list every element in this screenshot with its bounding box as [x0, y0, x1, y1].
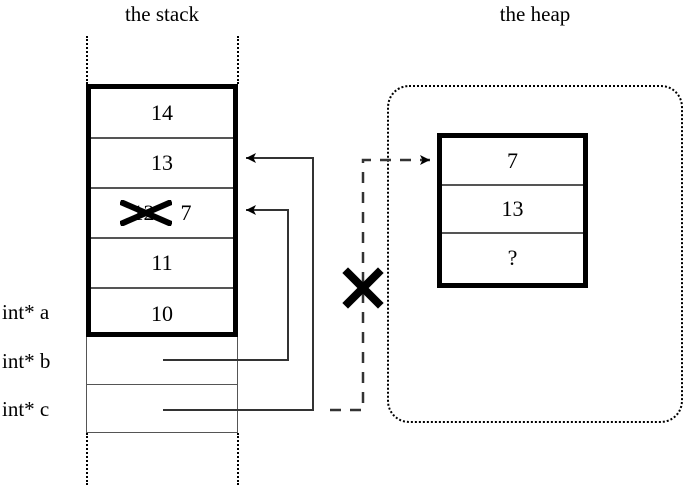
variable-label-a: int* a: [2, 300, 50, 324]
stack-dotted-guide-right-bottom: [237, 433, 239, 485]
stack-slot-c: [87, 385, 237, 433]
heap-title: the heap: [499, 2, 571, 26]
heap-block: 7 13 ?: [437, 133, 588, 288]
stack-cell-value: 13: [151, 150, 173, 175]
stack-frame: 14 13 12 7 11 10: [86, 84, 238, 337]
stack-dotted-guide-right-top: [237, 36, 239, 84]
stack-cell: 10: [91, 289, 233, 339]
heap-cell: 7: [442, 138, 583, 186]
stack-cell-value: 10: [151, 301, 173, 326]
stack-dotted-guide-left-bottom: [86, 433, 88, 485]
stack-cell: 13: [91, 139, 233, 189]
stack-cell-old-value: 12: [132, 200, 155, 225]
stack-dotted-guide-left-top: [86, 36, 88, 84]
heap-cell: ?: [442, 234, 583, 282]
stack-slot-b: [87, 337, 237, 385]
stack-title: the stack: [124, 2, 200, 26]
stack-cell-value: 11: [151, 250, 173, 275]
cross-out-x-icon: [342, 267, 384, 309]
stack-cell: 11: [91, 239, 233, 289]
variable-label-b: int* b: [2, 349, 51, 373]
variable-label-c: int* c: [2, 397, 50, 421]
stack-cell-value: 14: [151, 100, 173, 125]
heap-cell-value: 7: [507, 148, 518, 173]
stack-cell-new-value: 7: [180, 200, 192, 225]
heap-cell-value: ?: [507, 245, 518, 270]
stack-free-slots: [86, 337, 238, 433]
stack-cell: 14: [91, 89, 233, 139]
heap-cell-value: 13: [501, 196, 524, 221]
stack-cell-overwritten: 12 7: [91, 189, 233, 239]
heap-cell: 13: [442, 186, 583, 234]
struck-value-group: 12: [119, 200, 172, 226]
